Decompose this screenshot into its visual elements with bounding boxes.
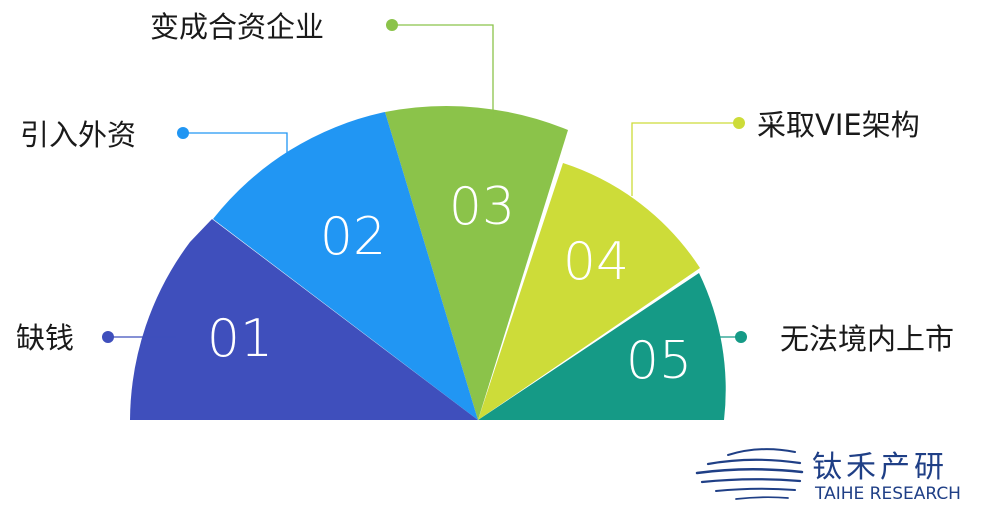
segment-02 <box>213 112 478 420</box>
segment-03 <box>385 106 568 420</box>
segment-05-label: 无法境内上市 <box>780 322 954 356</box>
callout-05-dot <box>735 331 747 343</box>
taihe-logo: 钛禾产研 TAIHE RESEARCH <box>695 448 961 504</box>
segment-01 <box>130 219 478 420</box>
segment-01-label: 缺钱 <box>16 321 74 355</box>
logo-name-en: TAIHE RESEARCH <box>814 484 961 504</box>
callout-03 <box>386 19 494 120</box>
segment-04-number: 04 <box>563 232 629 292</box>
callout-04-dot <box>733 117 745 129</box>
callout-01 <box>102 331 176 343</box>
callout-02 <box>177 127 288 160</box>
taihe-logo-mark <box>695 448 804 500</box>
callout-05 <box>712 331 747 343</box>
callout-02-dot <box>177 127 189 139</box>
segment-04-label: 采取VIE架构 <box>757 108 920 142</box>
callout-03-dot <box>386 19 398 31</box>
callout-01-dot <box>102 331 114 343</box>
segment-05 <box>478 273 726 420</box>
callout-04 <box>631 117 745 196</box>
segment-02-number: 02 <box>320 207 386 267</box>
segment-01-number: 01 <box>207 309 273 369</box>
segment-04 <box>478 163 700 420</box>
segment-03-label: 变成合资企业 <box>150 10 324 44</box>
logo-name-cn: 钛禾产研 <box>812 450 948 485</box>
segment-03-number: 03 <box>449 177 515 237</box>
segment-02-label: 引入外资 <box>20 118 136 152</box>
segment-05-number: 05 <box>626 331 692 391</box>
